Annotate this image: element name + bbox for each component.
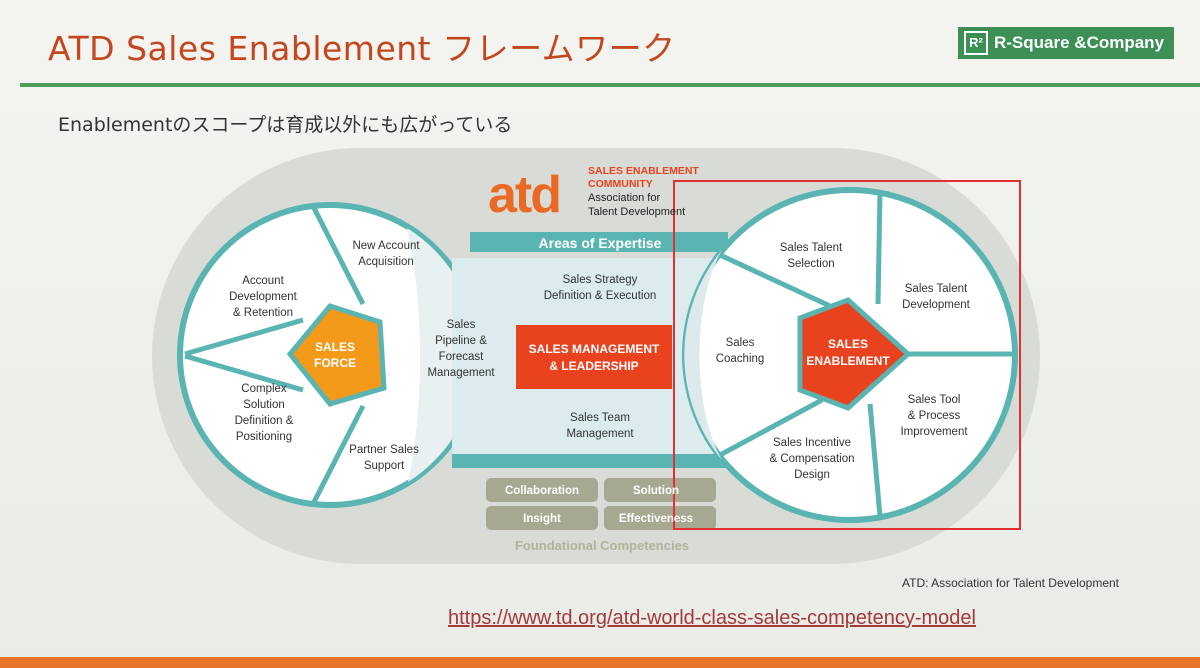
foundational-competencies-label: Foundational Competencies <box>515 538 689 553</box>
slide-subtitle: Enablementのスコープは育成以外にも広がっている <box>58 114 513 136</box>
seg-coaching-1: Sales <box>726 337 755 349</box>
sales-force-label-2: FORCE <box>314 356 356 370</box>
sales-force-label-1: SALES <box>315 340 355 354</box>
areas-of-expertise-label: Areas of Expertise <box>539 235 662 251</box>
sales-management-label-1: SALES MANAGEMENT <box>529 342 660 356</box>
seg-account-dev-2: Development <box>229 291 298 303</box>
company-name: R-Square &Company <box>994 33 1165 52</box>
atd-community-line4: Talent Development <box>588 206 685 218</box>
seg-complex-3: Definition & <box>235 415 294 427</box>
fc-insight: Insight <box>523 513 561 525</box>
mid-team-1: Sales Team <box>570 412 630 424</box>
seg-complex-2: Solution <box>243 399 285 411</box>
seg-tool-1: Sales Tool <box>908 394 961 406</box>
seg-incentive-1: Sales Incentive <box>773 437 851 449</box>
seg-complex-1: Complex <box>241 383 287 395</box>
seg-talent-dev-1: Sales Talent <box>905 283 968 295</box>
sales-management-label-2: & LEADERSHIP <box>549 359 638 373</box>
header-divider <box>20 83 1200 87</box>
seg-partner-2: Support <box>364 460 405 472</box>
seg-pipeline-4: Management <box>427 367 495 379</box>
foundational-competencies <box>486 478 716 530</box>
company-logo: R² R-Square &Company <box>958 27 1174 59</box>
atd-logo: atd <box>488 166 560 224</box>
seg-account-dev-1: Account <box>242 275 284 287</box>
seg-partner-1: Partner Sales <box>349 444 419 456</box>
seg-talent-dev-2: Development <box>902 299 971 311</box>
seg-coaching-2: Coaching <box>716 353 765 365</box>
mid-team-2: Management <box>566 428 634 440</box>
seg-talent-selection-1: Sales Talent <box>780 242 843 254</box>
mid-strategy-2: Definition & Execution <box>544 290 657 302</box>
fc-solution: Solution <box>633 485 679 497</box>
atd-community-line3: Association for <box>588 192 660 204</box>
seg-tool-2: & Process <box>908 410 961 422</box>
sales-enablement-label-1: SALES <box>828 337 868 351</box>
seg-complex-4: Positioning <box>236 431 292 443</box>
bottom-accent-bar <box>0 657 1200 668</box>
seg-new-account-1: New Account <box>352 240 420 252</box>
seg-incentive-2: & Compensation <box>769 453 854 465</box>
seg-talent-selection-2: Selection <box>787 258 834 270</box>
seg-pipeline-2: Pipeline & <box>435 335 487 347</box>
mid-strategy-1: Sales Strategy <box>563 274 638 286</box>
fc-collaboration: Collaboration <box>505 485 579 497</box>
fc-effectiveness: Effectiveness <box>619 513 693 525</box>
page-title: ATD Sales Enablement フレームワーク <box>48 29 676 68</box>
seg-incentive-3: Design <box>794 469 830 481</box>
seg-tool-3: Improvement <box>900 426 968 438</box>
sales-enablement-wheel <box>682 187 1018 523</box>
source-link[interactable]: https://www.td.org/atd-world-class-sales… <box>448 607 976 629</box>
seg-new-account-2: Acquisition <box>358 256 414 268</box>
seg-pipeline-1: Sales <box>447 319 476 331</box>
highlight-box <box>673 180 1021 530</box>
atd-community-line2: COMMUNITY <box>588 178 653 190</box>
sales-enablement-label-2: ENABLEMENT <box>806 354 890 368</box>
footnote: ATD: Association for Talent Development <box>902 576 1119 590</box>
sales-force-wheel <box>177 202 484 508</box>
seg-pipeline-3: Forecast <box>439 351 485 363</box>
seg-account-dev-3: & Retention <box>233 307 293 319</box>
company-mark: R² <box>964 31 988 55</box>
atd-community-line1: SALES ENABLEMENT <box>588 165 699 177</box>
